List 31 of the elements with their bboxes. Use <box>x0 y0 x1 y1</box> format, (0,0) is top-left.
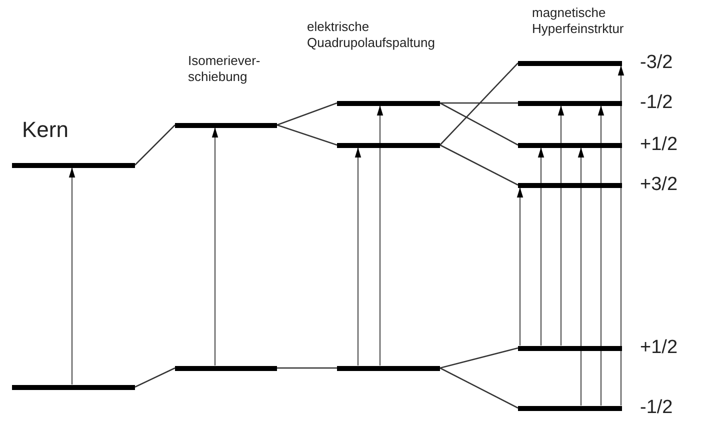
column-heading: magnetische Hyperfeinstrktur <box>532 5 625 37</box>
transition-arrow <box>596 106 606 406</box>
transition-arrow <box>576 148 586 406</box>
transition-arrow <box>67 168 77 384</box>
quantum-number-label: -3/2 <box>640 52 673 74</box>
quantum-number-label: +1/2 <box>640 337 678 359</box>
connector-line <box>440 367 518 409</box>
connector-line <box>134 124 176 166</box>
connector-line <box>440 347 518 369</box>
transition-arrow <box>353 148 363 366</box>
connector-line <box>440 102 518 146</box>
connector-line <box>440 144 518 186</box>
column-heading: elektrische Quadrupolaufspaltung <box>307 19 436 51</box>
connector-line <box>440 62 518 146</box>
transition-arrow <box>375 106 385 366</box>
column-heading: Isomeriever- schiebung <box>188 53 262 85</box>
transition-arrow <box>515 188 525 346</box>
quantum-number-label: +1/2 <box>640 134 678 156</box>
transition-arrow <box>536 148 546 346</box>
quantum-number-label: -1/2 <box>640 92 673 114</box>
connector-line <box>276 124 338 146</box>
transition-arrow <box>616 66 626 406</box>
quantum-number-label: -1/2 <box>640 397 673 419</box>
connector-line <box>440 102 518 104</box>
connector-line <box>277 367 337 369</box>
transition-arrow <box>556 106 566 346</box>
connector-line <box>276 102 338 126</box>
transition-arrow <box>210 128 220 366</box>
quantum-number-label: +3/2 <box>640 174 678 196</box>
column-heading: Kern <box>22 116 70 144</box>
connector-line <box>134 367 176 388</box>
